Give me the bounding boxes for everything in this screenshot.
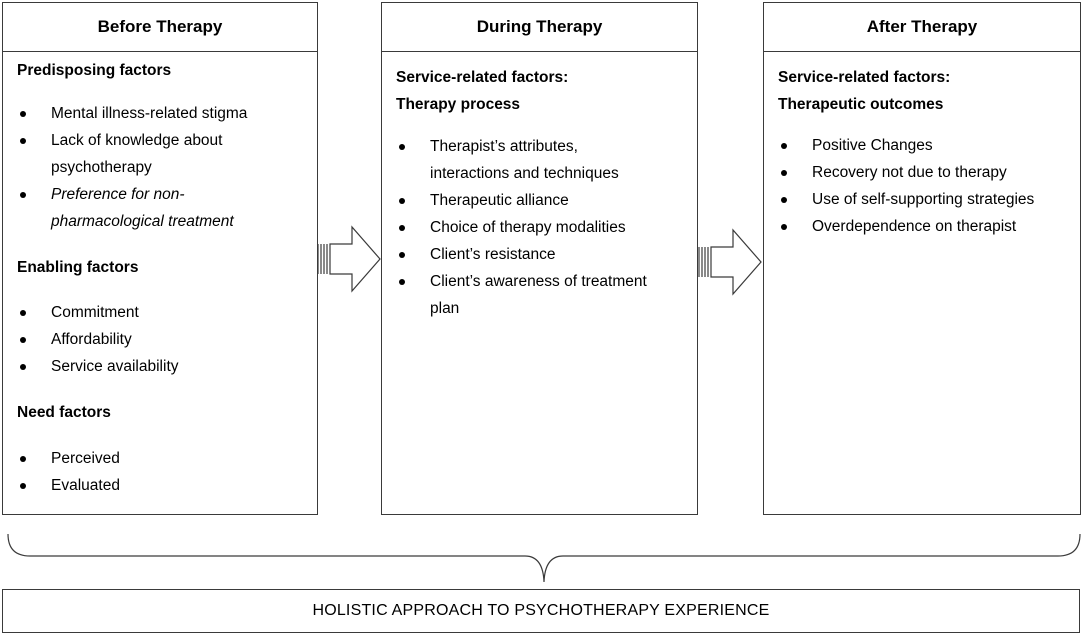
list-item: Use of self-supporting strategies [778,186,1080,213]
right-arrow-icon [317,225,381,293]
therapeutic-outcomes-list: Positive Changes Recovery not due to the… [778,132,1080,240]
after-heading-line1: Service-related factors: [778,69,951,86]
list-item: Commitment [17,299,317,326]
enabling-heading: Enabling factors [17,259,139,276]
during-therapy-title: During Therapy [382,3,697,52]
list-item: Choice of therapy modalities [396,214,697,241]
predisposing-heading: Predisposing factors [17,62,172,79]
predisposing-section: Predisposing factors [17,57,311,84]
list-item: Client’s resistance [396,241,697,268]
list-item: Preference for non-pharmacological treat… [17,181,281,235]
after-heading-line2: Therapeutic outcomes [778,96,944,113]
holistic-approach-box: HOLISTIC APPROACH TO PSYCHOTHERAPY EXPER… [2,589,1080,633]
list-item: Service availability [17,353,317,380]
list-item: Lack of knowledge about psychotherapy [17,127,281,181]
enabling-list: Commitment Affordability Service availab… [17,299,317,380]
during-heading-line2: Therapy process [396,96,521,113]
list-item: Evaluated [17,472,317,499]
list-item: Client’s awareness of treatment plan [396,268,680,322]
list-item: Positive Changes [778,132,1080,159]
predisposing-list: Mental illness-related stigma Lack of kn… [17,100,317,235]
list-item: Perceived [17,445,317,472]
list-item: Mental illness-related stigma [17,100,317,127]
right-arrow-icon [698,228,762,296]
list-item: Therapeutic alliance [396,187,697,214]
before-therapy-panel: Before Therapy Predisposing factors Ment… [2,2,318,515]
during-therapy-panel: During Therapy Service-related factors: … [381,2,698,515]
list-item: Recovery not due to therapy [778,159,1080,186]
therapy-process-list: Therapist’s attributes, interactions and… [396,133,697,322]
therapy-process-section: Service-related factors: Therapy process [396,64,691,118]
therapeutic-outcomes-section: Service-related factors: Therapeutic out… [778,64,1074,118]
need-list: Perceived Evaluated [17,445,317,499]
holistic-approach-label: HOLISTIC APPROACH TO PSYCHOTHERAPY EXPER… [312,602,770,619]
after-therapy-title: After Therapy [764,3,1080,52]
before-therapy-title: Before Therapy [3,3,317,52]
enabling-section: Enabling factors [17,254,311,281]
list-item: Overdependence on therapist [778,213,1080,240]
after-therapy-panel: After Therapy Service-related factors: T… [763,2,1081,515]
during-heading-line1: Service-related factors: [396,69,569,86]
list-item: Therapist’s attributes, interactions and… [396,133,660,187]
need-heading: Need factors [17,404,111,421]
need-section: Need factors [17,399,311,426]
list-item: Affordability [17,326,317,353]
